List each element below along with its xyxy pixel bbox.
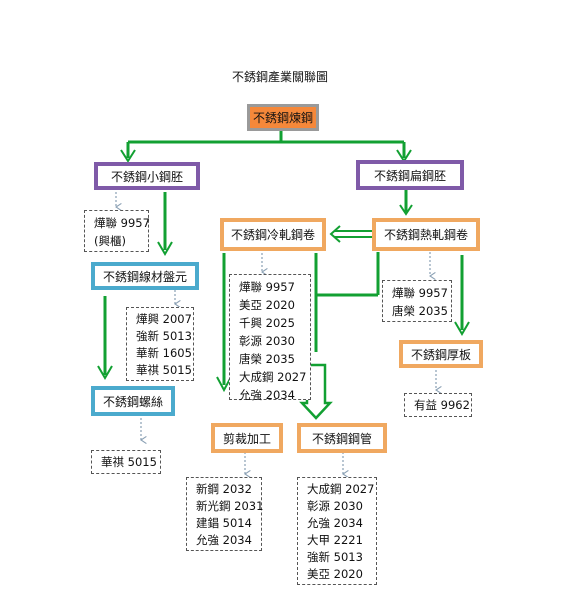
company-item: 大成鋼 2027: [307, 482, 375, 496]
node-thick-plate: 不銹鋼厚板: [399, 340, 483, 368]
company-item: 唐榮 2035: [392, 304, 448, 318]
arrowhead-shearing: [216, 376, 232, 393]
company-list-billet: 燁聯 9957 (興櫃): [84, 210, 150, 252]
company-item: 燁興 2007: [136, 312, 192, 326]
company-list-wire-rod: 燁興 2007 強新 5013 華新 1605 華祺 5015: [126, 307, 194, 381]
company-list-hot-coil: 燁聯 9957 唐榮 2035: [382, 280, 452, 322]
company-list-screw: 華祺 5015: [91, 450, 161, 474]
arrowhead-thick-plate: [454, 321, 470, 336]
node-steel-pipe: 不銹鋼鋼管: [297, 423, 387, 453]
node-cold-rolled-coil: 不銹鋼冷軋鋼卷: [220, 218, 326, 251]
company-item: 強新 5013: [307, 550, 363, 564]
arrowhead-cold-coil: [329, 225, 341, 243]
company-item: 華祺 5015: [101, 455, 157, 469]
company-item: 彰源 2030: [307, 499, 363, 513]
company-item: 華祺 5015: [136, 363, 192, 377]
arrowhead-wire-rod: [157, 241, 173, 256]
arrowhead-screw: [97, 365, 113, 380]
company-item: 建錩 5014: [196, 516, 252, 530]
node-stainless-slab: 不銹鋼扁鋼胚: [356, 160, 464, 190]
company-item: 有益 9962: [414, 398, 470, 412]
diagram-title: 不銹鋼產業關聯圖: [232, 70, 329, 84]
company-item: 大成鋼 2027: [239, 370, 307, 384]
company-item: 允強 2034: [196, 533, 252, 547]
company-list-thick-plate: 有益 9962: [404, 393, 472, 417]
company-item: 燁聯 9957: [392, 286, 448, 300]
company-item: 新鋼 2032: [196, 482, 252, 496]
arrowhead-billet: [120, 149, 136, 163]
company-item: (興櫃): [94, 234, 126, 248]
company-item: 唐榮 2035: [239, 352, 295, 366]
company-item: 允強 2034: [307, 516, 363, 530]
company-item: 彰源 2030: [239, 334, 295, 348]
node-wire-rod: 不銹鋼線材盤元: [91, 262, 199, 290]
node-stainless-billet: 不銹鋼小鋼胚: [94, 162, 200, 190]
node-stainless-steelmaking: 不銹鋼煉鋼: [247, 104, 319, 131]
company-item: 美亞 2020: [239, 298, 295, 312]
company-item: 允強 2034: [239, 388, 295, 402]
company-item: 千興 2025: [239, 316, 295, 330]
company-item: 強新 5013: [136, 329, 192, 343]
company-list-shearing: 新鋼 2032 新光鋼 2031 建錩 5014 允強 2034: [186, 477, 264, 551]
node-screw: 不銹鋼螺絲: [91, 386, 175, 416]
node-shearing: 剪裁加工: [211, 423, 283, 453]
company-item: 新光鋼 2031: [196, 499, 264, 513]
company-list-cold-coil: 燁聯 9957 美亞 2020 千興 2025 彰源 2030 唐榮 2035 …: [229, 274, 311, 402]
node-hot-rolled-coil: 不銹鋼熱軋鋼卷: [372, 218, 480, 251]
arrowhead-pipe: [299, 363, 333, 420]
company-item: 美亞 2020: [307, 567, 363, 581]
company-item: 燁聯 9957: [94, 216, 150, 230]
company-item: 燁聯 9957: [239, 280, 295, 294]
company-list-steel-pipe: 大成鋼 2027 彰源 2030 允強 2034 大甲 2221 強新 5013…: [297, 477, 377, 585]
company-item: 華新 1605: [136, 346, 192, 360]
arrowhead-hot-coil: [399, 204, 413, 216]
company-item: 大甲 2221: [307, 533, 363, 547]
